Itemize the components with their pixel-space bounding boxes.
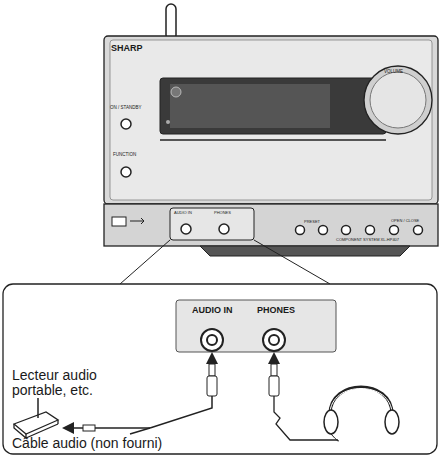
brand-logo: SHARP bbox=[111, 44, 143, 54]
jack-label: PHONES bbox=[257, 306, 295, 316]
jack-label: AUDIO IN bbox=[174, 211, 192, 215]
jack-label: AUDIO IN bbox=[192, 306, 233, 316]
button-label: ON / STANDBY bbox=[110, 106, 141, 111]
model-label: COMPONENT SYSTEM XL-HP407 bbox=[336, 238, 399, 242]
button-label: OPEN / CLOSE bbox=[391, 219, 419, 223]
button-label: FUNCTION bbox=[113, 153, 136, 158]
cable-label: Câble audio (non fourni) bbox=[12, 436, 162, 451]
jack-label: PHONES bbox=[214, 211, 231, 215]
knob-label: VOLUME bbox=[384, 70, 403, 75]
device-label: Lecteur audio portable, etc. bbox=[12, 368, 132, 399]
button-label: PRESET bbox=[304, 220, 320, 224]
